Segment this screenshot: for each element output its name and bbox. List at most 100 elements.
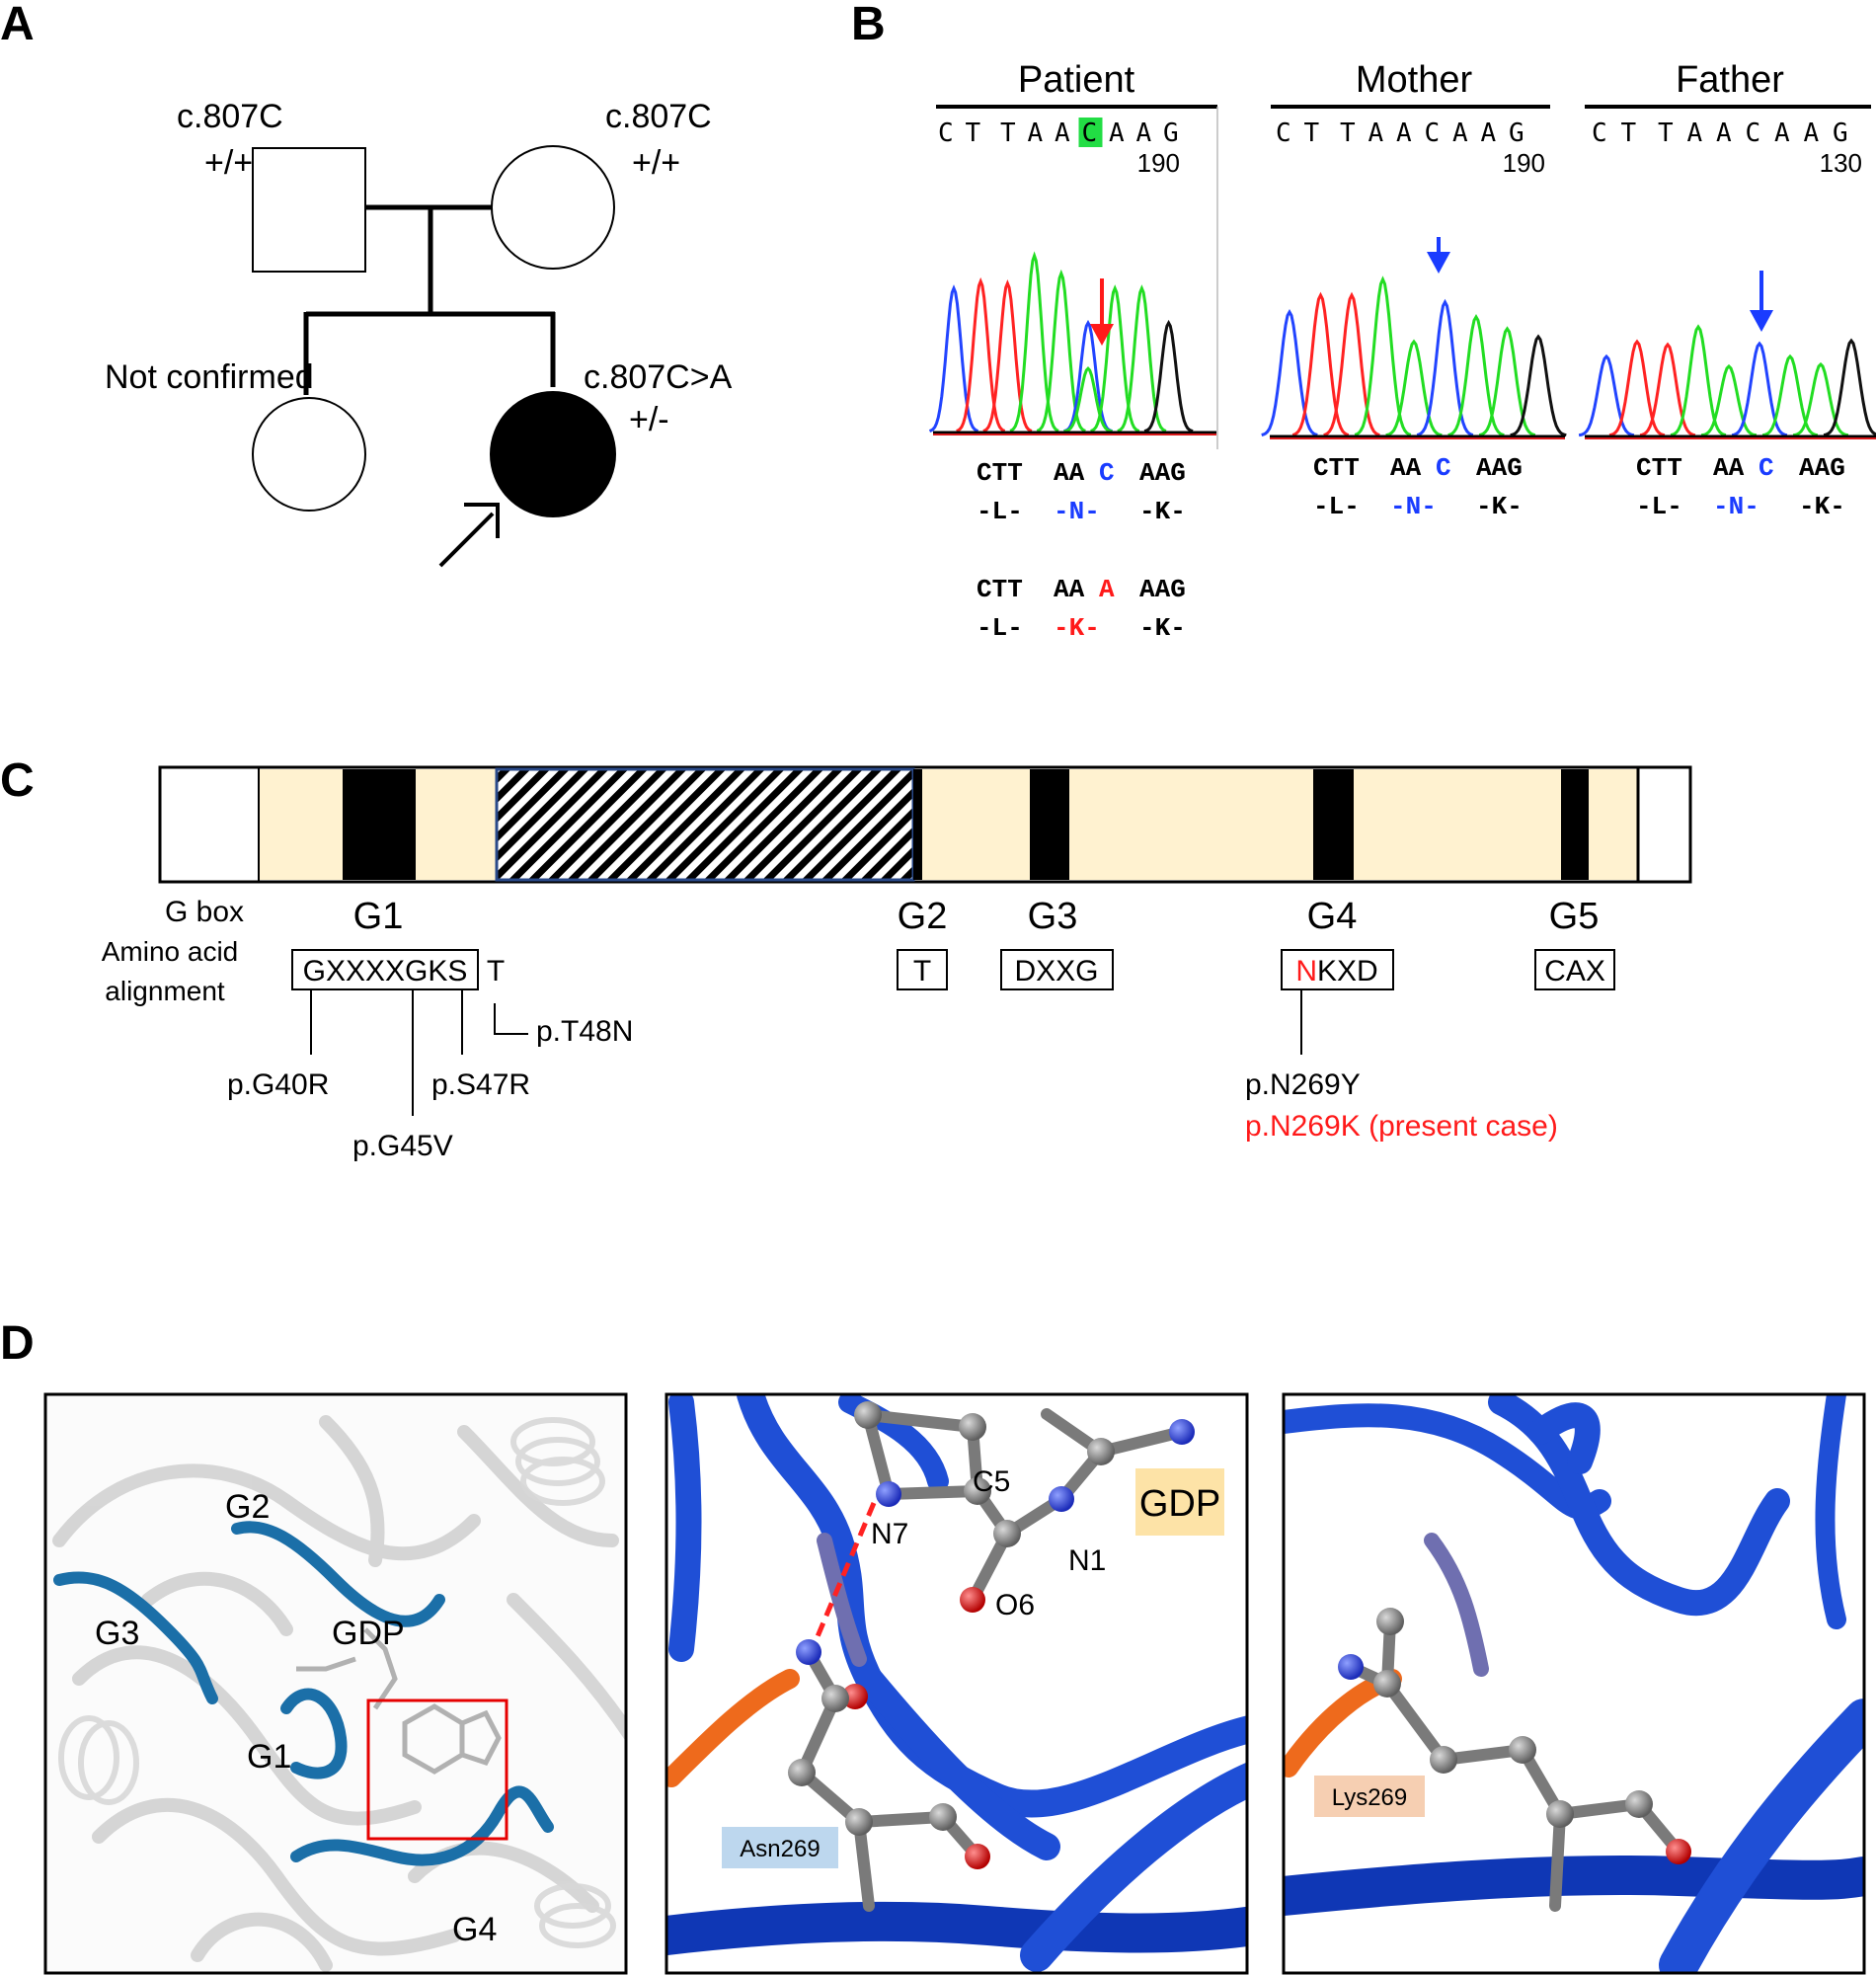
lys269-atoms [1338,1608,1691,1912]
sequence-base: T [966,118,984,148]
sibling-label: Not confirmed [105,358,314,396]
sequence-base: T [1304,118,1323,148]
sequence-base: A [1804,118,1823,148]
sequence-base: C [1592,118,1610,148]
codon: AAG [1139,575,1186,604]
mother-chromatogram [1261,276,1567,437]
asn269-label: Asn269 [740,1836,820,1862]
g3-block [1030,769,1069,880]
g2-motif: T [913,955,931,988]
amino-acid: -L- [977,613,1023,643]
g5-block [1561,769,1589,880]
g2-structure-label: G2 [225,1488,270,1526]
g3-motif-box [1000,949,1114,990]
amino-acid-row: -L--N--K- [1313,492,1523,521]
codon: A [1099,575,1115,604]
chromatogram-peak [1063,319,1113,434]
chromatogram-peak [928,284,979,433]
chromatogram-peak [1090,284,1140,433]
panel-letter-c: C [0,754,35,807]
g4-motif-text: NKXD [1295,955,1377,988]
father-title: Father [1676,59,1784,101]
codon: CTT [1636,453,1682,483]
chromatogram-peak [1761,354,1819,437]
structure-lys269: Lys269 [1282,1392,1866,1975]
codon: AAG [1799,453,1845,483]
chromatogram-peak [1700,363,1758,437]
proband-circle [490,391,616,517]
codon: AA [1054,458,1085,488]
chromatogram-peak [1143,319,1194,434]
aa-alignment-label-2: alignment [105,976,225,1006]
chromatogram-peak [1792,361,1849,437]
codon: AAG [1476,453,1523,483]
amino-acid-row: -L--N--K- [977,497,1186,526]
chromatogram-peak [1117,284,1167,433]
g4-structure-label: G4 [452,1911,497,1948]
g5-motif-box [1534,949,1615,990]
g4-motif-rest: KXD [1317,955,1378,988]
patient-mutation-arrow [1090,278,1114,346]
sequence-base: T [1340,118,1359,148]
chromatogram-peak [1261,308,1318,436]
pedigree: c.807C +/+ c.807C +/+ Not confirmed c.80… [105,98,733,568]
amino-acid: -L- [1313,492,1360,521]
amino-acid: -L- [977,497,1023,526]
g2-block [913,769,922,880]
gdp-tag [1135,1468,1224,1536]
proband-allele: c.807C>A [584,358,733,396]
g1-structure-label: G1 [247,1738,291,1776]
chromatogram-peak [1416,298,1474,436]
g5-motif: CAX [1544,955,1605,988]
codon: C [1099,458,1115,488]
atom-n7: N7 [871,1518,908,1550]
sequence-base: A [1109,118,1128,148]
amino-acid-row: -L--K--K- [977,613,1186,643]
chromatogram-peak [1036,269,1086,433]
g2-motif-box [897,949,948,990]
amino-acid-row: -L--N--K- [1636,492,1845,521]
chromatogram-peak [1447,314,1505,437]
patient-title: Patient [1018,59,1135,101]
variant-g40r: p.G40R [227,1068,329,1101]
asn269-atoms [788,1639,990,1912]
sequence-base: A [1774,118,1793,148]
atom-n1: N1 [1068,1544,1106,1577]
structure-overview: G2 G3 GDP G1 G4 [43,1392,628,1975]
father-square [252,147,366,273]
highlighted-base [1078,118,1103,147]
chromatogram-peak [1578,354,1635,437]
sequence-base: C [1746,118,1764,148]
variant-t48n: p.T48N [536,1015,633,1048]
sequence-base: T [1658,118,1677,148]
g1-label: G1 [353,896,404,937]
codon: AAG [1139,458,1186,488]
proband-genotype: +/- [629,401,669,438]
sequence-base: C [1276,118,1294,148]
variant-n269y: p.N269Y [1245,1068,1361,1101]
gdp-ligand-overview [296,1627,502,1775]
structure-asn269: GDP C5 N7 N1 O6 Asn269 [664,1392,1249,1975]
sequence-base: A [1136,118,1155,148]
patient-position: 190 [1137,148,1180,178]
proband-arrow [438,503,500,568]
amino-acid: -K- [1476,492,1523,521]
sequence-base: A [1396,118,1415,148]
sequence-base: C [1425,118,1444,148]
chromatogram-peak [1009,251,1059,433]
lys-ribbons [1284,1394,1864,1973]
amino-acid: -K- [1139,613,1186,643]
gdp-structure-label: GDP [332,1615,405,1652]
g2-label: G2 [898,896,948,937]
variant-g45v: p.G45V [352,1130,453,1162]
chromatogram-peak [1670,324,1727,437]
aa-alignment-label-1: Amino acid [102,936,239,967]
sequence-base: A [1055,118,1073,148]
